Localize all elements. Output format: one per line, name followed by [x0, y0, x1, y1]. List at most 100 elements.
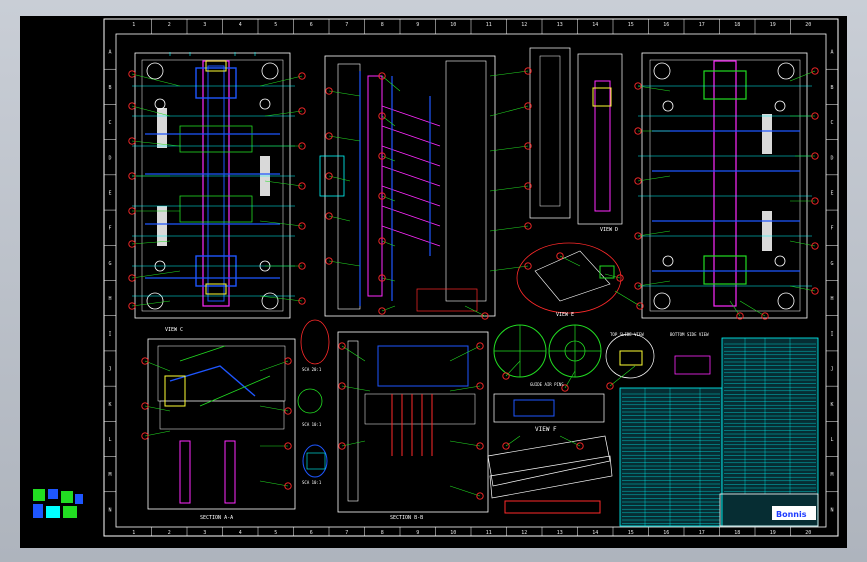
row-label: F: [830, 226, 833, 232]
column-label: 19: [770, 22, 776, 28]
mold-assembly-drawing[interactable]: 1122334455667788991010111112121313141415…: [20, 16, 847, 548]
column-label: 11: [486, 22, 492, 28]
part-balloon: [128, 70, 136, 78]
balloon-leader: [739, 300, 766, 317]
view-d-section: [529, 47, 623, 225]
row-label: G: [830, 261, 833, 267]
column-label: 20: [805, 22, 811, 28]
balloon-leader: [381, 305, 396, 312]
part-balloon: [634, 127, 642, 135]
balloon-leader: [259, 295, 303, 302]
part-balloon: [736, 312, 744, 320]
column-label: 5: [274, 530, 277, 536]
part-balloon: [524, 182, 532, 190]
row-label: K: [108, 402, 111, 408]
part-balloon: [636, 302, 644, 310]
row-label: E: [830, 190, 833, 196]
part-balloon: [524, 102, 532, 110]
row-label: L: [108, 437, 111, 443]
column-label: 10: [450, 22, 456, 28]
row-label: C: [108, 120, 111, 126]
column-label: 11: [486, 530, 492, 536]
balloon-leader: [789, 285, 816, 292]
bom-tables: [619, 337, 819, 527]
row-label: A: [830, 50, 833, 56]
column-label: 18: [734, 22, 740, 28]
part-balloon: [298, 72, 306, 80]
balloon-leader: [259, 360, 289, 372]
part-balloon: [141, 357, 149, 365]
balloon-leader: [341, 345, 366, 362]
column-label: 1: [132, 22, 135, 28]
part-balloon: [476, 342, 484, 350]
part-balloon: [141, 432, 149, 440]
balloon-leader: [604, 273, 621, 279]
balloon-leader: [144, 430, 171, 437]
column-label: 8: [381, 530, 384, 536]
part-balloon: [378, 72, 386, 80]
column-label: 20: [805, 530, 811, 536]
column-label: 15: [628, 530, 634, 536]
part-balloon: [338, 382, 346, 390]
part-balloon: [378, 307, 386, 315]
column-label: 19: [770, 530, 776, 536]
part-balloon: [606, 382, 614, 390]
row-label: K: [830, 402, 833, 408]
column-label: 6: [310, 530, 313, 536]
balloon-leader: [131, 73, 181, 87]
balloon-leader: [328, 90, 361, 97]
balloon-leader: [559, 435, 581, 447]
balloon-leader: [259, 405, 289, 412]
part-balloon: [325, 87, 333, 95]
balloon-leader: [341, 385, 371, 392]
balloon-leader: [259, 480, 289, 487]
balloon-leader: [789, 70, 816, 82]
part-balloon: [811, 197, 819, 205]
part-balloon: [502, 442, 510, 450]
balloon-leader: [489, 185, 529, 192]
part-balloon: [298, 297, 306, 305]
balloon-leader: [489, 265, 529, 272]
row-label: A: [108, 50, 111, 56]
part-balloon: [325, 257, 333, 265]
balloon-leader: [131, 105, 171, 117]
balloon-leader: [559, 255, 581, 267]
guide-pin-label: GUIDE AIR PINS: [530, 382, 564, 387]
part-balloon: [325, 172, 333, 180]
balloon-leader: [381, 75, 401, 92]
balloon-leader: [637, 280, 671, 287]
part-balloon: [811, 67, 819, 75]
part-balloon: [338, 342, 346, 350]
balloon-leader: [449, 385, 481, 392]
part-balloon: [378, 152, 386, 160]
row-label: E: [108, 190, 111, 196]
ucs-icon[interactable]: [30, 486, 86, 522]
row-label: B: [108, 85, 111, 91]
bottom-slide-label: BOTTOM SIDE VIEW: [670, 332, 709, 337]
balloon-leader: [614, 290, 641, 307]
row-label: L: [830, 437, 833, 443]
view-d-label: VIEW D: [600, 227, 618, 233]
part-balloon: [141, 402, 149, 410]
section-b-b: [337, 331, 489, 513]
row-label: N: [108, 507, 111, 513]
row-label: J: [108, 367, 111, 373]
column-label: 7: [345, 530, 348, 536]
part-balloon: [284, 407, 292, 415]
column-label: 3: [203, 530, 206, 536]
balloon-leader: [259, 75, 303, 87]
part-balloon: [524, 67, 532, 75]
balloon-leader: [264, 110, 303, 117]
part-balloon: [561, 384, 569, 392]
column-label: 7: [345, 22, 348, 28]
balloon-leader: [328, 260, 361, 267]
column-label: 16: [663, 530, 669, 536]
row-label: I: [830, 331, 833, 337]
balloon-leader: [464, 305, 486, 317]
part-balloon: [298, 222, 306, 230]
top-view-right: [638, 52, 812, 319]
part-balloon: [524, 262, 532, 270]
detail-label-3: SCA 10:1: [302, 480, 322, 485]
